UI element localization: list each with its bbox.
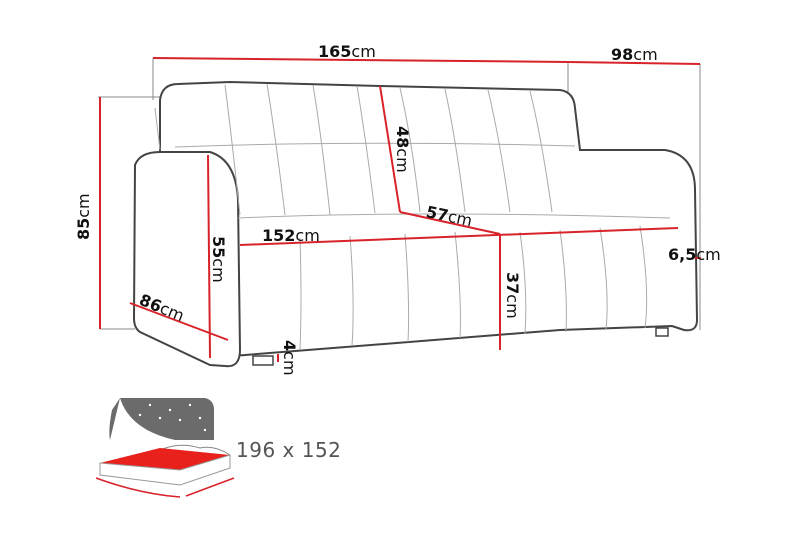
sleeping-area-label: 196 x 152 — [236, 438, 342, 462]
label-backrest-height: 48cm — [393, 126, 412, 173]
label-seat-width: 152cm — [262, 226, 320, 245]
label-height: 85cm — [74, 193, 93, 240]
seams — [154, 83, 671, 351]
guide-lines — [98, 58, 701, 330]
label-seat-height: 37cm — [503, 272, 522, 319]
label-depth: 98cm — [611, 45, 658, 64]
sofa-outline — [132, 80, 699, 368]
sofa-legs — [252, 327, 669, 366]
label-total-width: 165cm — [318, 42, 376, 61]
measurement-lines — [99, 57, 701, 362]
bed-icon — [95, 398, 235, 498]
label-cushion-thickness: 6,5cm — [668, 245, 721, 264]
label-leg-height: 4cm — [280, 340, 299, 376]
label-armrest-height: 55cm — [209, 236, 228, 283]
